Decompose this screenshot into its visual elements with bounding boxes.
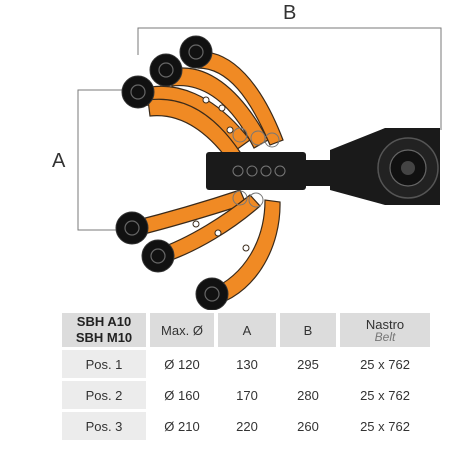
table-row: Pos. 2 Ø 160 170 280 25 x 762 — [62, 381, 430, 409]
spec-table: SBH A10 SBH M10 Max. Ø A B Nastro Belt P… — [58, 310, 434, 443]
row-max-diameter: Ø 160 — [164, 387, 200, 403]
row-b: 280 — [297, 387, 319, 403]
arm-pins — [192, 96, 250, 252]
tool-body — [206, 127, 440, 208]
row-max-diameter: Ø 210 — [164, 418, 200, 434]
header-max-diameter: Max. Ø — [150, 313, 214, 347]
row-position: Pos. 3 — [62, 412, 146, 440]
upper-arms — [137, 51, 284, 161]
row-position: Pos. 2 — [62, 381, 146, 409]
row-position: Pos. 1 — [62, 350, 146, 378]
lower-arms — [129, 189, 281, 305]
header-belt: Nastro Belt — [340, 313, 430, 347]
row-belt: 25 x 762 — [360, 387, 410, 403]
dimension-b — [137, 27, 442, 130]
contact-wheels — [115, 35, 229, 310]
dimension-a-label: A — [52, 150, 66, 172]
header-belt-sub: Belt — [374, 329, 396, 344]
row-a: 220 — [236, 418, 258, 434]
dimension-a — [77, 89, 132, 231]
table-header-row: SBH A10 SBH M10 Max. Ø A B Nastro Belt — [62, 313, 430, 347]
table-row: Pos. 3 Ø 210 220 260 25 x 762 — [62, 412, 430, 440]
header-a: A — [218, 313, 276, 347]
dimension-b-label: B — [283, 2, 297, 24]
row-b: 295 — [297, 356, 319, 372]
row-b: 260 — [297, 418, 319, 434]
sander-arm-diagram — [77, 27, 442, 310]
model-cell: SBH A10 SBH M10 — [62, 313, 146, 347]
table-row: Pos. 1 Ø 120 130 295 25 x 762 — [62, 350, 430, 378]
row-max-diameter: Ø 120 — [164, 356, 200, 372]
row-belt: 25 x 762 — [360, 356, 410, 372]
row-belt: 25 x 762 — [360, 418, 410, 434]
model-line-2: SBH M10 — [75, 330, 133, 345]
model-line-1: SBH A10 — [76, 314, 132, 329]
row-a: 170 — [236, 387, 258, 403]
row-a: 130 — [236, 356, 258, 372]
header-belt-main: Nastro — [365, 316, 405, 332]
header-b: B — [280, 313, 336, 347]
